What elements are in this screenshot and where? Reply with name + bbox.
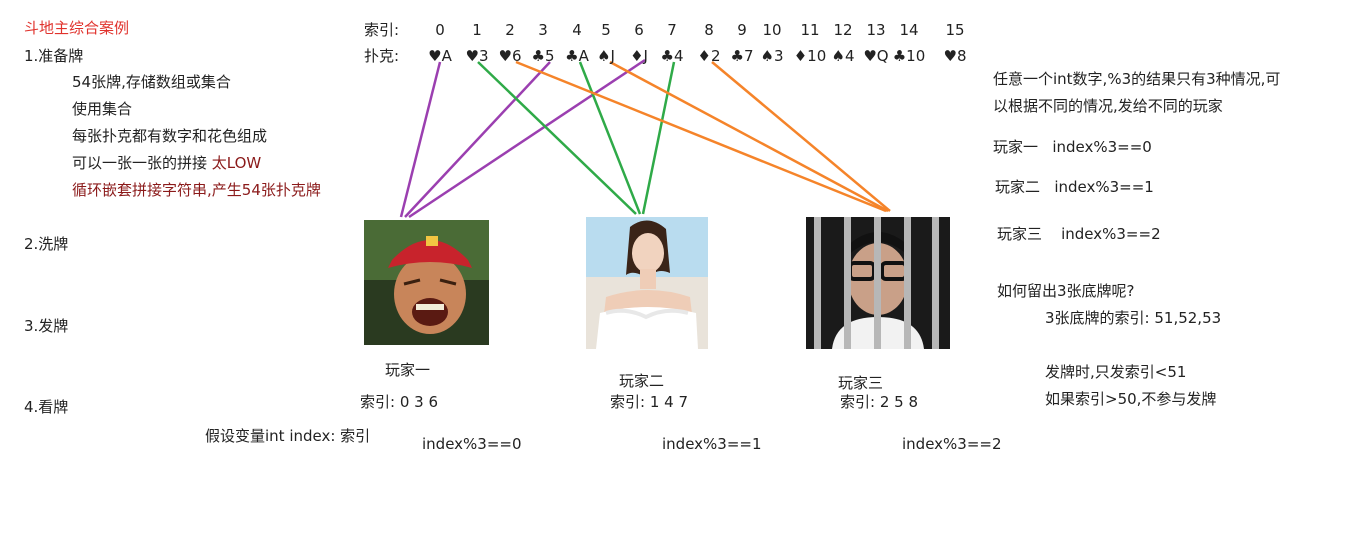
card-cell-1: ♥3 [465, 47, 489, 65]
step-deal: 3.发牌 [24, 317, 69, 335]
card-cell-5: ♠J [597, 47, 615, 65]
player3-name: 玩家三 [838, 374, 884, 392]
player3-indices: 索引: 2 5 8 [840, 393, 918, 411]
player2-photo [586, 217, 708, 349]
index-cell-12: 12 [833, 21, 853, 39]
rule-expr-3: index%3==2 [1061, 225, 1161, 243]
card-cell-10: ♠3 [760, 47, 784, 65]
player2-name: 玩家二 [619, 372, 665, 390]
index-cell-7: 7 [667, 21, 677, 39]
page-title: 斗地主综合案例 [24, 19, 130, 37]
prepare-item-5: 循环嵌套拼接字符串,产生54张扑克牌 [72, 181, 321, 199]
index-cell-10: 10 [762, 21, 782, 39]
player1-photo [364, 220, 489, 345]
card-cell-14: ♣10 [892, 47, 926, 65]
card-cell-9: ♣7 [730, 47, 754, 65]
index-cell-14: 14 [899, 21, 919, 39]
card-cell-11: ♦10 [793, 47, 827, 65]
player3-photo [806, 217, 950, 349]
line-card1-player2 [477, 61, 637, 215]
player1-indices: 索引: 0 3 6 [360, 393, 438, 411]
deal-rule-2: 如果索引>50,不参与发牌 [1045, 390, 1217, 408]
index-cell-6: 6 [634, 21, 644, 39]
index-cell-4: 4 [572, 21, 582, 39]
rule-row-2: 玩家二 index%3==1 [995, 177, 1154, 197]
intro-line-2: 以根据不同的情况,发给不同的玩家 [993, 97, 1223, 115]
card-cell-0: ♥A [428, 47, 452, 65]
index-cell-3: 3 [538, 21, 548, 39]
line-card0-player1 [399, 61, 442, 218]
index-cell-11: 11 [800, 21, 820, 39]
rule-row-1: 玩家一 index%3==0 [993, 137, 1152, 157]
card-row-label: 扑克: [364, 47, 400, 65]
deal-rule-1: 发牌时,只发索引<51 [1045, 363, 1187, 381]
index-cell-15: 15 [945, 21, 965, 39]
line-card5-player3 [609, 60, 889, 213]
card-cell-7: ♣4 [660, 47, 684, 65]
rule-row-3: 玩家三 index%3==2 [997, 224, 1161, 244]
card-cell-15: ♥8 [943, 47, 967, 65]
prepare-item-3: 每张扑克都有数字和花色组成 [72, 127, 268, 145]
card-cell-3: ♣5 [531, 47, 555, 65]
card-cell-8: ♦2 [697, 47, 721, 65]
step-view: 4.看牌 [24, 398, 69, 416]
player2-rule: index%3==1 [662, 435, 762, 453]
player3-rule: index%3==2 [902, 435, 1002, 453]
index-cell-5: 5 [601, 21, 611, 39]
prepare-item-2: 使用集合 [72, 100, 133, 118]
bottom-cards-question: 如何留出3张底牌呢? [997, 282, 1135, 300]
player1-rule: index%3==0 [422, 435, 522, 453]
index-cell-13: 13 [866, 21, 886, 39]
prepare-item-4: 可以一张一张的拼接 太LOW [72, 153, 261, 173]
line-card3-player1 [404, 61, 551, 218]
rule-expr-2: index%3==1 [1054, 178, 1154, 196]
player2-indices: 索引: 1 4 7 [610, 393, 688, 411]
line-card6-player1 [408, 58, 646, 219]
step-prepare: 1.准备牌 [24, 47, 84, 65]
index-cell-1: 1 [472, 21, 482, 39]
prepare-item-4-text: 可以一张一张的拼接 [72, 154, 212, 172]
card-cell-6: ♦J [630, 47, 648, 65]
card-cell-12: ♠4 [831, 47, 855, 65]
index-cell-0: 0 [435, 21, 445, 39]
line-card8-player3 [711, 61, 891, 212]
line-card7-player2 [641, 61, 676, 215]
rule-player-3: 玩家三 [997, 225, 1043, 243]
rule-player-1: 玩家一 [993, 138, 1039, 156]
card-cell-2: ♥6 [498, 47, 522, 65]
prepare-item-1: 54张牌,存储数组或集合 [72, 73, 231, 91]
step-shuffle: 2.洗牌 [24, 235, 69, 253]
index-cell-9: 9 [737, 21, 747, 39]
too-low-note: 太LOW [211, 154, 262, 172]
card-cell-4: ♣A [565, 47, 589, 65]
index-cell-8: 8 [704, 21, 714, 39]
rule-expr-1: index%3==0 [1052, 138, 1152, 156]
bottom-cards-indices: 3张底牌的索引: 51,52,53 [1045, 309, 1222, 327]
rule-player-2: 玩家二 [995, 178, 1041, 196]
line-card4-player2 [578, 61, 642, 215]
assume-variable: 假设变量int index: 索引 [205, 427, 371, 445]
index-row-label: 索引: [364, 21, 400, 39]
intro-line-1: 任意一个int数字,%3的结果只有3种情况,可 [993, 70, 1281, 88]
card-cell-13: ♥Q [863, 47, 889, 65]
line-card2-player3 [515, 60, 887, 213]
index-cell-2: 2 [505, 21, 515, 39]
player1-name: 玩家一 [385, 361, 431, 379]
